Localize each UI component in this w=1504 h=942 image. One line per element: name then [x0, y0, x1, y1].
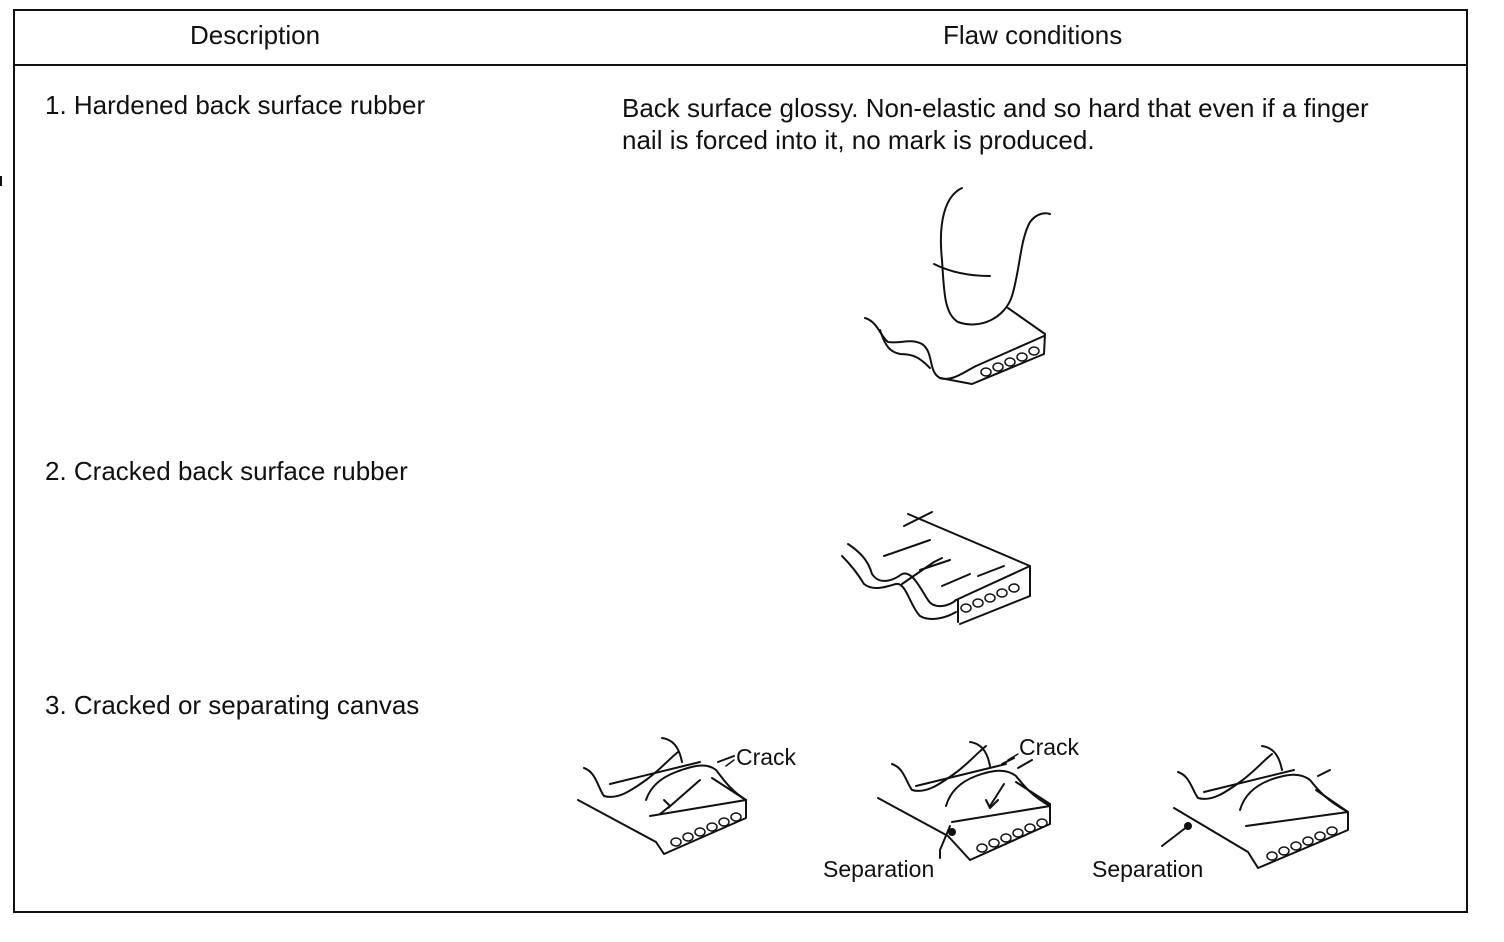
margin-mark	[0, 176, 2, 186]
row-1-flaw-line-2: nail is forced into it, no mark is produ…	[622, 125, 1095, 155]
crack-label-b: Crack	[1019, 734, 1080, 760]
column-header-flaw-conditions: Flaw conditions	[943, 20, 1123, 50]
column-header-description: Description	[190, 20, 321, 50]
table-frame	[13, 9, 1468, 913]
row-1-flaw-line-1: Back surface glossy. Non-elastic and so …	[622, 93, 1369, 123]
header-divider	[13, 64, 1468, 66]
separated-belt-icon	[1161, 745, 1349, 869]
row-2-description: 2. Cracked back surface rubber	[45, 456, 408, 486]
separation-label-b: Separation	[823, 856, 935, 882]
row-1-description: 1. Hardened back surface rubber	[45, 90, 426, 120]
cracked-canvas-belt-icon	[577, 737, 747, 855]
cracked-separated-belt-icon	[877, 741, 1051, 861]
finger-pressing-belt-icon	[864, 187, 1051, 385]
separation-label-c: Separation	[1092, 856, 1204, 882]
crack-label-a: Crack	[736, 744, 797, 770]
cracked-belt-icon	[841, 511, 1031, 625]
row-3-description: 3. Cracked or separating canvas	[45, 690, 420, 720]
row-1-flaw-conditions: Back surface glossy. Non-elastic and so …	[622, 92, 1452, 156]
